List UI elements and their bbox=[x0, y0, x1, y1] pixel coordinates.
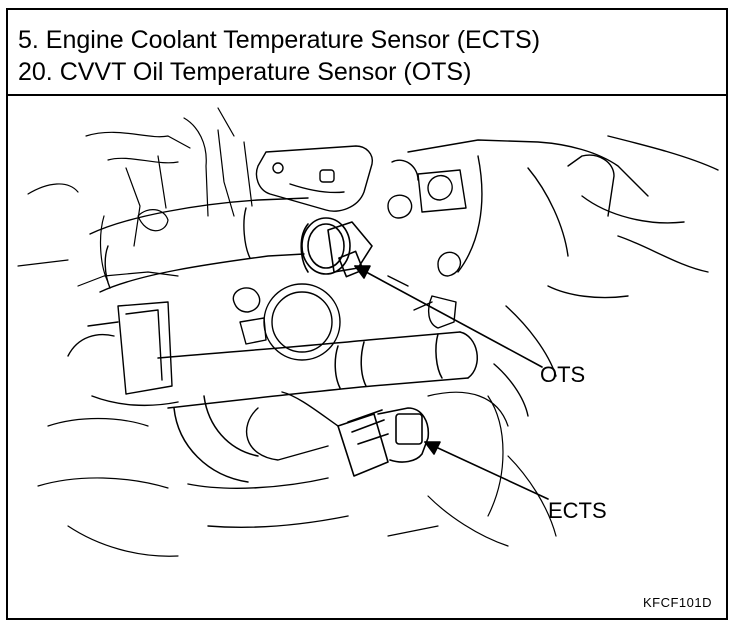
lower-hoses bbox=[157, 331, 478, 483]
ects-hose bbox=[187, 391, 349, 528]
engine-background-contours bbox=[17, 107, 253, 287]
ects-callout-label: ECTS bbox=[548, 498, 607, 523]
upper-bracket bbox=[255, 145, 373, 212]
upper-hose bbox=[89, 197, 309, 293]
title-line-ects: 5. Engine Coolant Temperature Sensor (EC… bbox=[18, 26, 541, 54]
figure-frame: 5. Engine Coolant Temperature Sensor (EC… bbox=[6, 8, 728, 620]
figure-header: 5. Engine Coolant Temperature Sensor (EC… bbox=[8, 10, 726, 96]
ots-clip bbox=[387, 275, 457, 329]
figure-code: KFCF101D bbox=[642, 595, 712, 610]
round-cap bbox=[232, 283, 341, 361]
ots-callout-label: OTS bbox=[540, 362, 586, 387]
left-lower-bracket bbox=[67, 301, 179, 407]
engine-line-drawing bbox=[17, 107, 719, 557]
lower-block-contours bbox=[37, 391, 557, 557]
ects-sensor bbox=[337, 407, 430, 477]
title-line-ots: 20. CVVT Oil Temperature Sensor (OTS) bbox=[18, 58, 472, 86]
right-engine-parts bbox=[387, 135, 719, 417]
ots-leader bbox=[354, 265, 543, 368]
ots-sensor bbox=[300, 217, 373, 278]
ects-leader bbox=[424, 441, 549, 500]
